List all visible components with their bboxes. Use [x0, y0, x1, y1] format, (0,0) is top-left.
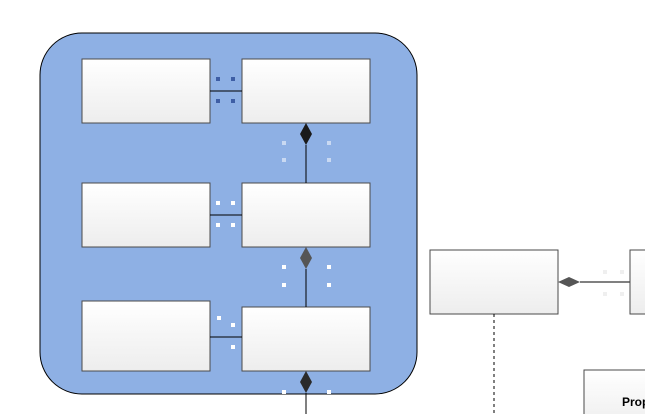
handles-composition-1	[282, 141, 331, 162]
handles-external	[603, 270, 624, 296]
handles-composition-2	[282, 265, 331, 287]
box-external-middle[interactable]	[429, 249, 559, 315]
handles-row1	[216, 77, 235, 103]
box-far-right-partial[interactable]	[629, 249, 645, 315]
composition-diamond-3	[300, 371, 312, 393]
composition-diamond-external	[558, 277, 580, 287]
box-row1-left[interactable]	[81, 58, 211, 124]
box-row2-right[interactable]	[241, 182, 371, 248]
handles-row2	[216, 201, 235, 227]
composition-diamond-1	[300, 123, 312, 145]
handles-row3	[217, 316, 235, 349]
box-row3-right[interactable]	[241, 306, 371, 372]
box-row1-right[interactable]	[241, 58, 371, 124]
handles-composition-3	[282, 390, 331, 412]
box-row3-left[interactable]	[81, 300, 211, 372]
composition-diamond-2	[300, 247, 312, 269]
box-row2-left[interactable]	[81, 182, 211, 248]
box-bottom-right-label: Prop	[622, 395, 645, 409]
box-bottom-right-partial[interactable]	[583, 369, 645, 414]
